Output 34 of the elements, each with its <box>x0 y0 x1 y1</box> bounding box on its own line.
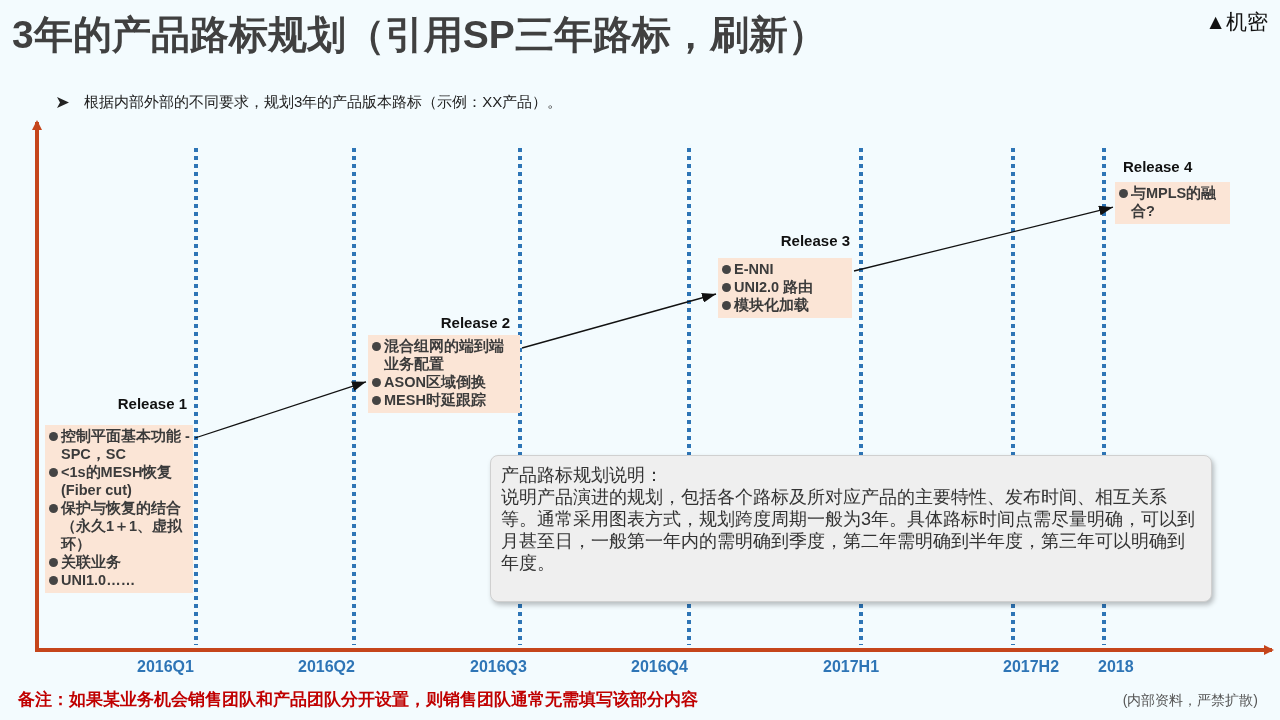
feature-item: UNI1.0…… <box>49 571 191 589</box>
feature-item: 混合组网的端到端业务配置 <box>372 337 518 373</box>
tick-label: 2017H1 <box>823 658 880 676</box>
tick-label: 2017H2 <box>1003 658 1060 676</box>
note-card <box>490 455 1212 602</box>
card-text: 说明产品演进的规划，包括各个路标及所对应产品的主要特性、发布时间、相互关系等。通常采用图表方式，规划跨度周期一般为3年。具体路标时间点需尽量明确，可以到月甚至日，一般第一年内的需明确到季度，第二年需明确到半年度，第三年可以明确到年度。 <box>501 486 1196 574</box>
feature-item: UNI2.0 路由 <box>722 278 850 296</box>
release-heading: Release 4 <box>1123 158 1193 175</box>
arrow <box>853 205 1114 272</box>
tick-label: 2016Q2 <box>298 658 355 676</box>
title: 3年的产品路标规划（引用SP三年路标，刷新） <box>12 12 827 58</box>
tick-label: 2016Q4 <box>631 658 688 676</box>
arrow <box>194 381 367 439</box>
subtitle: 根据内部外部的不同要求，规划3年的产品版本路标（示例：XX产品）。 <box>84 93 563 111</box>
feature-item: 保护与恢复的结合（永久1＋1、虚拟环） <box>49 499 191 553</box>
feature-item: 模块化加载 <box>722 296 850 314</box>
classification-label: ▲机密 <box>1205 9 1268 35</box>
feature-item: E-NNI <box>722 260 850 278</box>
arrow <box>521 292 717 349</box>
card-heading: 产品路标规划说明： <box>501 464 664 486</box>
release-heading: Release 2 <box>440 314 510 331</box>
release-heading: Release 1 <box>117 395 187 412</box>
feature-item: 控制平面基本功能 - SPC，SC <box>49 427 191 463</box>
feature-item: <1s的MESH恢复 (Fiber cut) <box>49 463 191 499</box>
footer-note: (内部资料，严禁扩散) <box>1122 692 1258 710</box>
feature-item: 关联业务 <box>49 553 191 571</box>
release-heading: Release 3 <box>780 232 850 249</box>
tick-label: 2016Q3 <box>470 658 527 676</box>
feature-item: 与MPLS的融合? <box>1119 184 1228 220</box>
note-text: 备注：如果某业务机会销售团队和产品团队分开设置，则销售团队通常无需填写该部分内容 <box>18 689 698 711</box>
feature-item: MESH时延跟踪 <box>372 391 518 409</box>
tick-label: 2016Q1 <box>137 658 194 676</box>
tick-label: 2018 <box>1098 658 1134 676</box>
feature-item: ASON区域倒换 <box>372 373 518 391</box>
